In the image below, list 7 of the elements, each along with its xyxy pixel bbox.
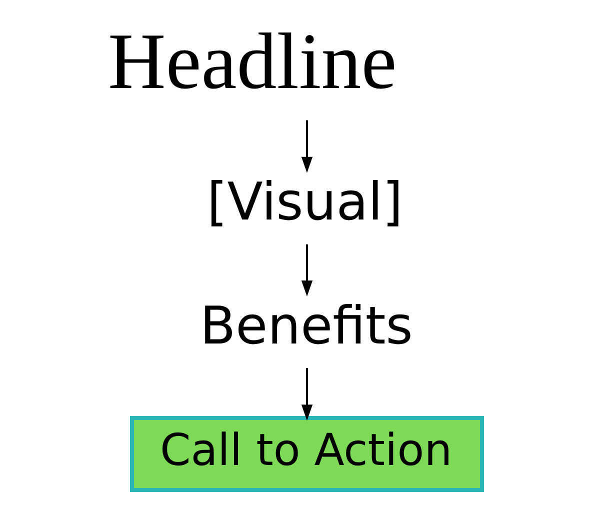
arrow [301, 244, 313, 296]
node-text: [Visual] [207, 172, 403, 233]
arrow [301, 368, 313, 421]
node-text: Benefits [200, 296, 413, 357]
arrow [301, 120, 313, 173]
node-box: Call to Action [130, 416, 484, 492]
node-text: Headline [108, 18, 397, 106]
